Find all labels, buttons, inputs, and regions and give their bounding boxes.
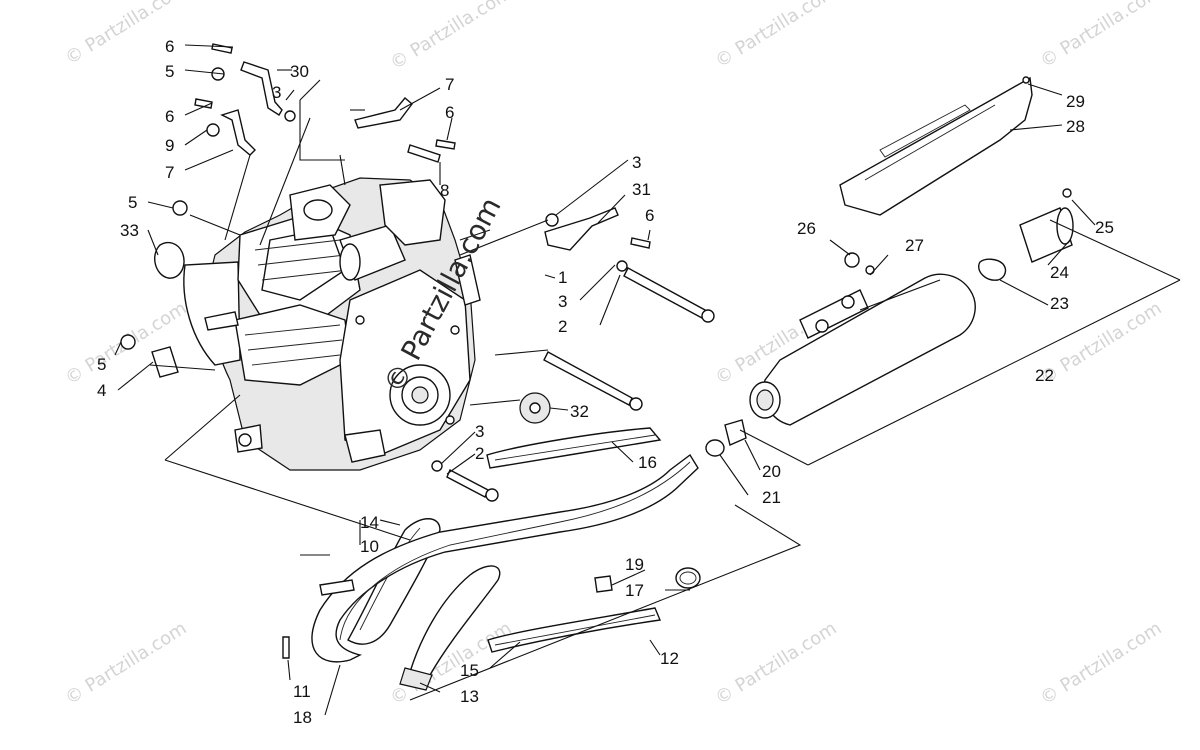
callout-17: 17 <box>625 581 644 600</box>
callout-7: 7 <box>165 163 174 182</box>
callout-26: 26 <box>797 219 816 238</box>
callout-6: 6 <box>645 206 654 225</box>
watermark-text: © Partzilla.com <box>712 0 841 72</box>
callout-21: 21 <box>762 488 781 507</box>
callout-14: 14 <box>360 513 379 532</box>
watermark-text: © Partzilla.com <box>1037 0 1166 72</box>
watermark-text: © Partzilla.com <box>62 0 191 69</box>
callout-labels: 6 5 30 3 6 9 7 7 6 8 5 33 5 4 3 31 6 1 3… <box>97 37 1114 727</box>
callout-4: 4 <box>97 381 106 400</box>
callout-28: 28 <box>1066 117 1085 136</box>
callout-19: 19 <box>625 555 644 574</box>
callout-6: 6 <box>445 103 454 122</box>
callout-3: 3 <box>632 153 641 172</box>
leader-lines <box>114 44 1181 716</box>
callout-27: 27 <box>905 236 924 255</box>
callout-15: 15 <box>460 661 479 680</box>
callout-3: 3 <box>475 422 484 441</box>
callout-2: 2 <box>475 444 484 463</box>
callout-2: 2 <box>558 317 567 336</box>
callout-32: 32 <box>570 402 589 421</box>
callout-10: 10 <box>360 537 379 556</box>
callout-1: 1 <box>558 268 567 287</box>
callout-11: 11 <box>293 682 311 701</box>
callout-9: 9 <box>165 136 174 155</box>
watermark-text: © Partzilla.com <box>387 0 516 74</box>
callout-18: 18 <box>293 708 312 727</box>
callout-20: 20 <box>762 462 781 481</box>
callout-5: 5 <box>128 193 137 212</box>
exhaust-pipes <box>282 419 747 691</box>
callout-31: 31 <box>632 180 651 199</box>
callout-5: 5 <box>165 62 174 81</box>
callout-30: 30 <box>290 62 309 81</box>
watermark-text: © Partzilla.com <box>712 618 841 709</box>
callout-5: 5 <box>97 355 106 374</box>
callout-24: 24 <box>1050 263 1069 282</box>
mount-hardware <box>120 43 715 502</box>
callout-3: 3 <box>272 83 281 102</box>
callout-8: 8 <box>440 181 449 200</box>
callout-23: 23 <box>1050 294 1069 313</box>
callout-16: 16 <box>638 453 657 472</box>
callout-6: 6 <box>165 37 174 56</box>
watermark-text: © Partzilla.com <box>62 618 191 709</box>
watermark-text: © Partzilla.com <box>1037 618 1166 709</box>
callout-12: 12 <box>660 649 679 668</box>
callout-6: 6 <box>165 107 174 126</box>
callout-13: 13 <box>460 687 479 706</box>
callout-33: 33 <box>120 221 139 240</box>
muffler-assembly <box>749 76 1074 426</box>
callout-7: 7 <box>445 75 454 94</box>
callout-3: 3 <box>558 292 567 311</box>
callout-29: 29 <box>1066 92 1085 111</box>
callout-25: 25 <box>1095 218 1114 237</box>
engine-assembly <box>183 177 481 471</box>
callout-22: 22 <box>1035 366 1054 385</box>
